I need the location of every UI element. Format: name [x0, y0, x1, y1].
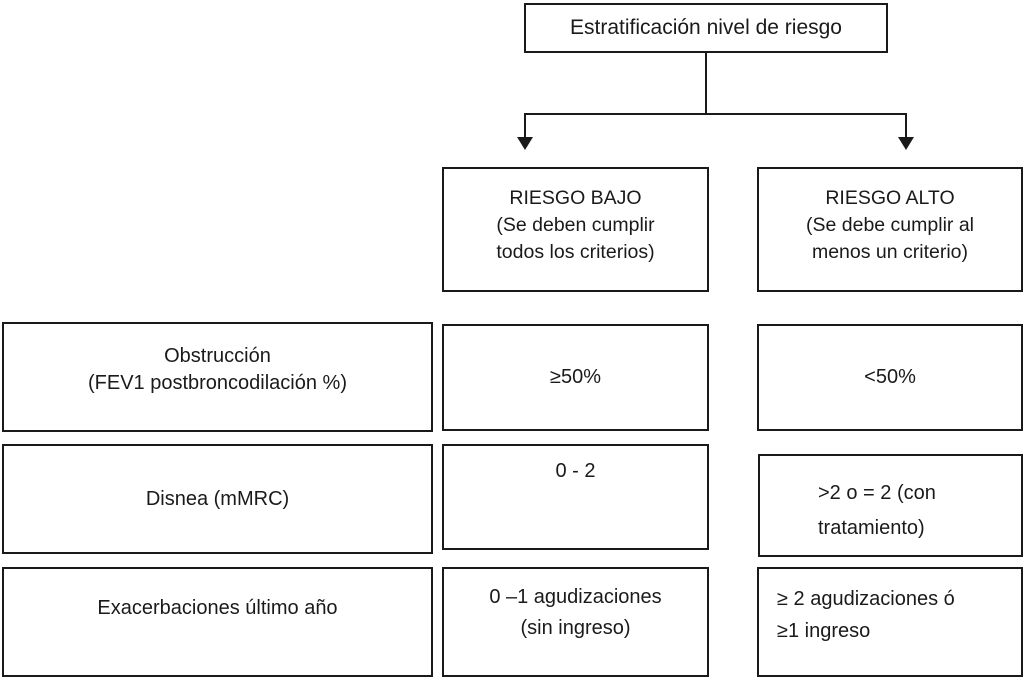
- cell-low-risk-exacerbations: 0 –1 agudizaciones (sin ingreso): [442, 567, 709, 677]
- cell-high-risk-exacerbations: ≥ 2 agudizaciones ó ≥1 ingreso: [757, 567, 1023, 677]
- row-label-exacerbations: Exacerbaciones último año: [2, 567, 433, 677]
- cell-high-risk-obstruction: <50%: [757, 324, 1023, 431]
- high-risk-header-box: RIESGO ALTO (Se debe cumplir al menos un…: [757, 167, 1023, 292]
- row-label-dyspnea: Disnea (mMRC): [2, 444, 433, 554]
- down-arrow-icon: [517, 137, 533, 150]
- down-arrow-icon: [898, 137, 914, 150]
- connector-horizontal-line: [524, 113, 907, 115]
- connector-right-drop-line: [905, 113, 907, 139]
- row-label-obstruction: Obstrucción (FEV1 postbroncodilación %): [2, 322, 433, 432]
- cell-high-risk-dyspnea: >2 o = 2 (con tratamiento): [758, 454, 1023, 557]
- connector-left-drop-line: [524, 113, 526, 139]
- cell-low-risk-dyspnea: 0 - 2: [442, 444, 709, 550]
- title-box: Estratificación nivel de riesgo: [524, 3, 888, 53]
- low-risk-header-box: RIESGO BAJO (Se deben cumplir todos los …: [442, 167, 709, 292]
- connector-vertical-line: [705, 53, 707, 114]
- cell-low-risk-obstruction: ≥50%: [442, 324, 709, 431]
